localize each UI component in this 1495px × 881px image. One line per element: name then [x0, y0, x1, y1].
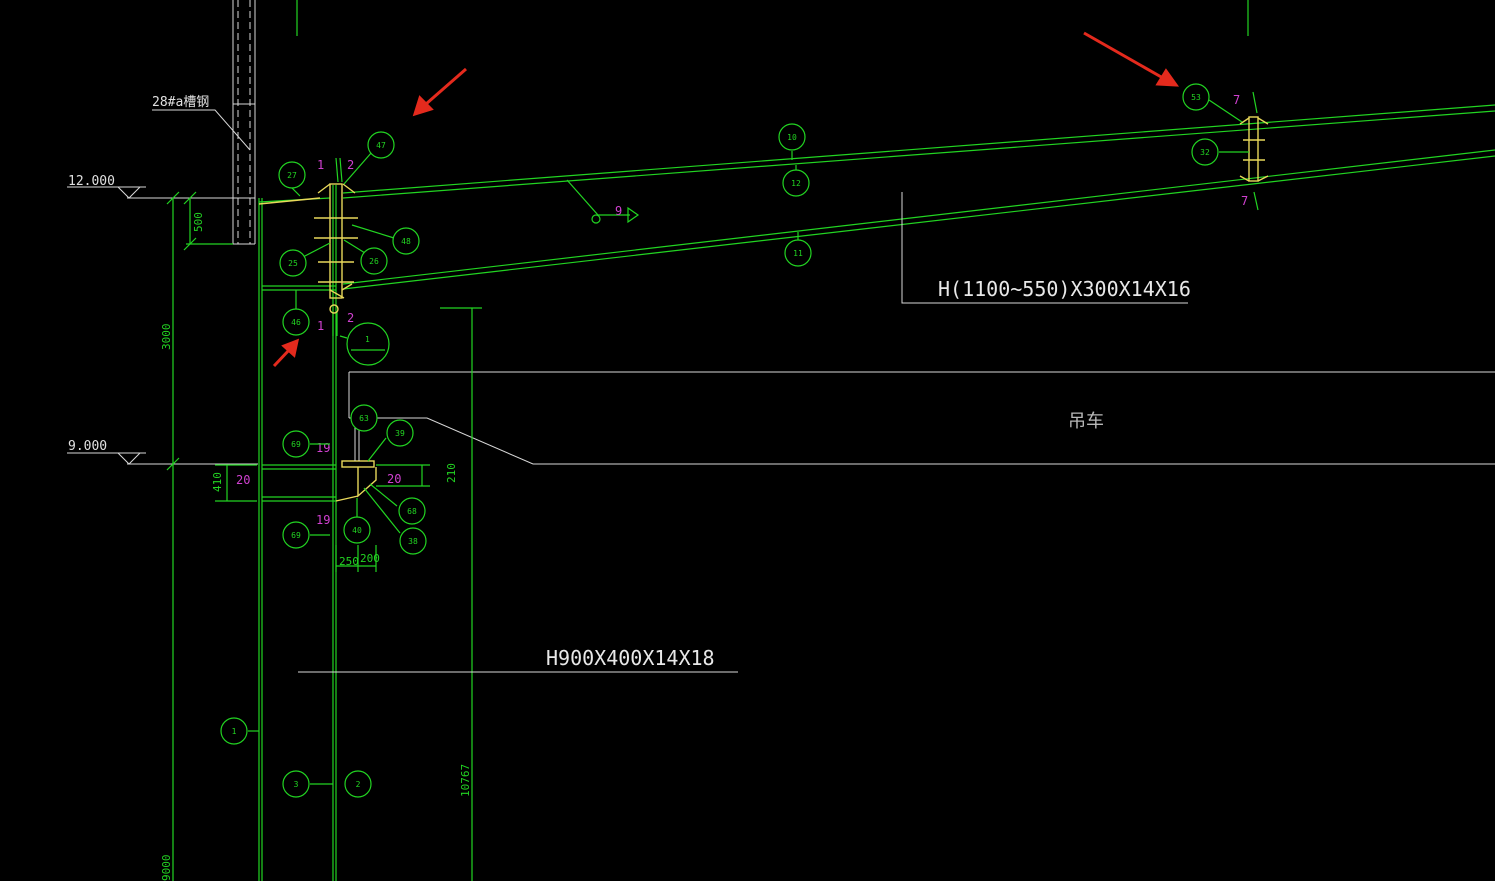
main-column — [258, 185, 337, 881]
svg-text:69: 69 — [291, 440, 301, 449]
bubble-leaders — [248, 99, 1249, 785]
bubble-10: 10 — [778, 123, 806, 151]
bubble-11: 11 — [784, 239, 812, 267]
mark-20b: 20 — [387, 472, 401, 486]
svg-text:11: 11 — [793, 249, 803, 258]
crane-outline — [348, 371, 1495, 465]
svg-text:39: 39 — [395, 429, 405, 438]
mark-1a: 1 — [317, 158, 324, 172]
mark-20a: 20 — [236, 473, 250, 487]
section-symbol-number: 1 — [365, 335, 370, 344]
svg-text:53: 53 — [1191, 93, 1201, 102]
bubble-32: 32 — [1191, 138, 1219, 166]
bubble-46: 46 — [282, 308, 310, 336]
bubble-48: 48 — [392, 227, 420, 255]
bubble-39: 39 — [386, 419, 414, 447]
mark-19b: 19 — [316, 513, 330, 527]
dim-9000: 9000 — [160, 855, 173, 881]
mark-19a: 19 — [316, 441, 330, 455]
slope-indicator — [566, 179, 640, 224]
splice-plate-right — [1239, 116, 1269, 182]
svg-text:69: 69 — [291, 531, 301, 540]
cut-line — [339, 157, 343, 183]
crane-corbel — [262, 420, 377, 502]
elevation-marker-top — [67, 186, 250, 199]
svg-text:2: 2 — [356, 780, 361, 789]
rafter-section-label: H(1100~550)X300X14X16 — [938, 277, 1191, 301]
bubble-1: 1 — [220, 717, 248, 745]
mark-7b: 7 — [1241, 194, 1248, 208]
svg-text:32: 32 — [1200, 148, 1210, 157]
svg-text:40: 40 — [352, 526, 362, 535]
dim-410: 410 — [211, 472, 224, 492]
red-arrow-top-left — [412, 67, 467, 117]
svg-text:1: 1 — [232, 727, 237, 736]
svg-text:38: 38 — [408, 537, 418, 546]
steel-note-label: 28#a槽钢 — [152, 95, 209, 110]
svg-text:68: 68 — [407, 507, 417, 516]
bubble-69-upper: 69 — [282, 430, 310, 458]
mark-2a: 2 — [347, 158, 354, 172]
dim-500: 500 — [192, 212, 205, 232]
svg-text:27: 27 — [287, 171, 297, 180]
corbel-dimensions — [215, 464, 430, 572]
steel-note-leader — [152, 109, 251, 151]
dim-3000: 3000 — [160, 324, 173, 351]
red-arrow-top-right — [1083, 31, 1180, 87]
svg-text:26: 26 — [369, 257, 379, 266]
red-arrow-bottom-left — [272, 338, 300, 368]
svg-text:3: 3 — [294, 780, 299, 789]
dim-250: 250 — [339, 555, 359, 568]
bubble-3: 3 — [282, 770, 310, 798]
bubble-69-lower: 69 — [282, 521, 310, 549]
section-symbol — [339, 322, 390, 366]
bubble-68: 68 — [398, 497, 426, 525]
bubble-63: 63 — [350, 404, 378, 432]
bubble-2: 2 — [344, 770, 372, 798]
dim-210: 210 — [445, 463, 458, 483]
svg-text:47: 47 — [376, 141, 386, 150]
rafter-beam — [342, 104, 1495, 290]
elevation-marker-mid — [67, 452, 258, 465]
crane-label: 吊车 — [1068, 411, 1104, 432]
cut-line — [335, 157, 339, 183]
bubble-38: 38 — [399, 527, 427, 555]
cut-line — [1252, 91, 1258, 114]
svg-text:63: 63 — [359, 414, 369, 423]
mark-7a: 7 — [1233, 93, 1240, 107]
bubble-27: 27 — [278, 161, 306, 189]
bubble-12: 12 — [782, 169, 810, 197]
crane-height-dimension — [440, 307, 482, 881]
svg-text:46: 46 — [291, 318, 301, 327]
end-plate-connection — [314, 183, 358, 299]
bubble-25: 25 — [279, 249, 307, 277]
svg-text:12: 12 — [791, 179, 801, 188]
mark-2b: 2 — [347, 311, 354, 325]
column-section-label: H900X400X14X18 — [546, 646, 715, 670]
vertical-dimension-line — [166, 191, 233, 881]
svg-text:10: 10 — [787, 133, 797, 142]
bubble-53: 53 — [1182, 83, 1210, 111]
dim-10767: 10767 — [459, 764, 472, 797]
bubble-26: 26 — [360, 247, 388, 275]
dim-200: 200 — [360, 552, 380, 565]
mark-1b: 1 — [317, 319, 324, 333]
mark-9: 9 — [615, 204, 622, 218]
channel-steel-column — [232, 0, 256, 245]
rafter-label-leader — [901, 192, 1188, 304]
elevation-mid-label: 9.000 — [68, 439, 107, 454]
svg-text:25: 25 — [288, 259, 298, 268]
bubble-47: 47 — [367, 131, 395, 159]
elevation-top-label: 12.000 — [68, 174, 115, 189]
svg-text:48: 48 — [401, 237, 411, 246]
bubble-40: 40 — [343, 516, 371, 544]
cut-line — [1253, 191, 1259, 211]
hinge-point — [329, 304, 339, 314]
